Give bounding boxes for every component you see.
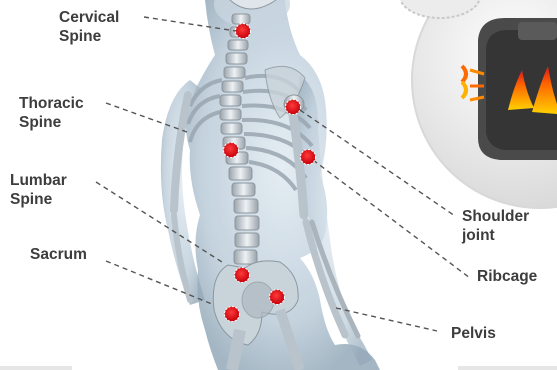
bottom-divider-left: [0, 366, 72, 370]
marker-pelvis: [270, 290, 285, 305]
label-sacrum: Sacrum: [30, 245, 87, 264]
marker-lumbar: [235, 268, 250, 283]
label-lumbar-spine: Lumbar Spine: [10, 171, 67, 209]
inset-heat-device: [400, 0, 557, 208]
label-pelvis: Pelvis: [451, 324, 496, 343]
marker-ribcage: [301, 150, 316, 165]
marker-sacrum: [225, 307, 240, 322]
label-cervical-spine: Cervical Spine: [59, 8, 119, 46]
bottom-divider-right: [458, 366, 557, 370]
label-thoracic-spine: Thoracic Spine: [19, 94, 84, 132]
marker-cervical: [236, 24, 251, 39]
marker-thoracic: [224, 143, 239, 158]
label-shoulder-joint: Shoulder joint: [462, 207, 529, 245]
label-ribcage: Ribcage: [477, 267, 537, 286]
marker-shoulder: [286, 100, 301, 115]
